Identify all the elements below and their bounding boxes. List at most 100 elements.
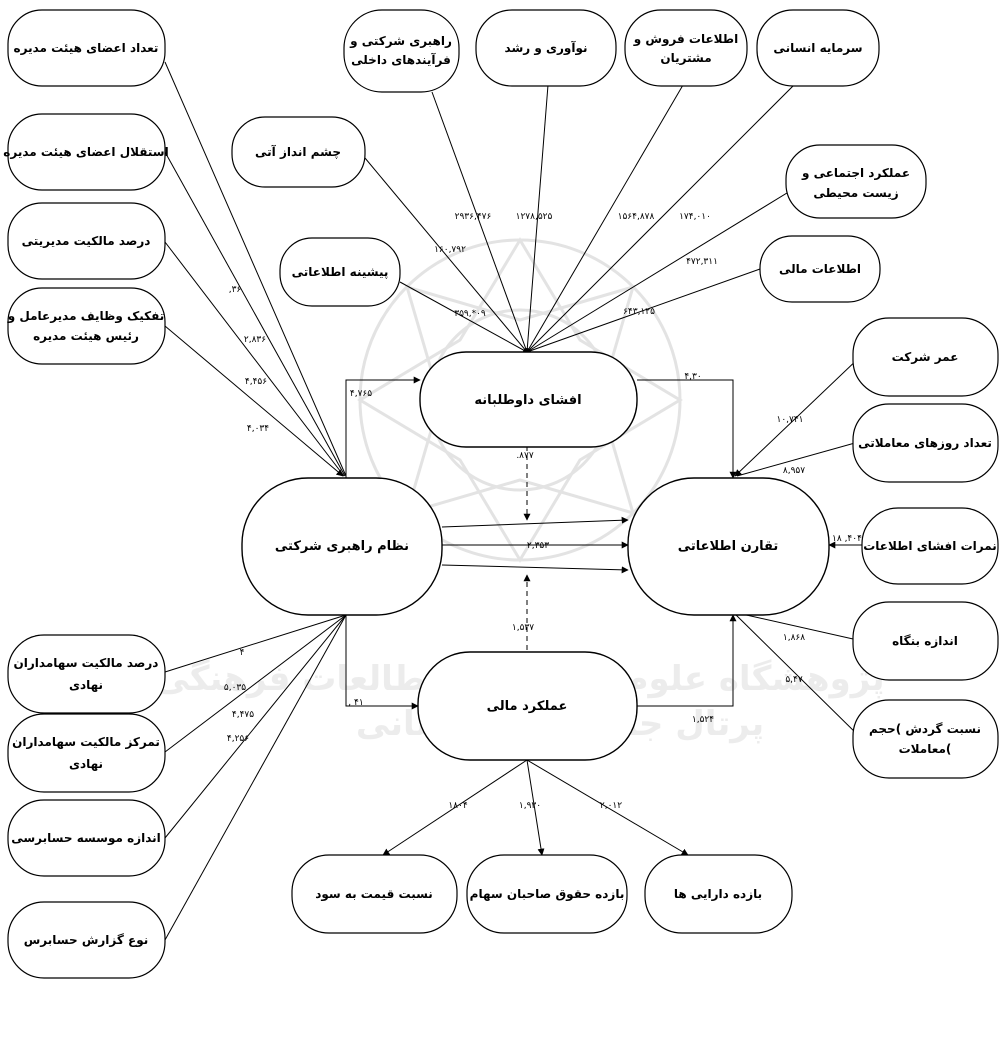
node-label: تعداد روزهای معاملاتی [858,436,992,451]
node-financial-info: اطلاعات مالی [759,235,881,303]
coef-institutional-concentration: ۵,۰۳۵ [224,683,246,693]
coef-human-capital: ۱۷۴,۰۱۰ [679,212,711,222]
link-ceo-duality [164,325,344,477]
node-label: افشای داوطلبانه [474,393,581,408]
coef-pe-ratio: ۱۸۰۴ [448,801,468,811]
link-cg-to-fp [345,615,419,710]
node-roe: بازده حقوق صاحبان سهام [466,854,628,934]
link-board-independence [164,151,346,477]
coef-cg-to-is: ۲,۳۵۳ [527,541,549,551]
coef-roe: ۱,۹۳۰ [519,801,541,811]
node-corporate-governance: نظام راهبری شرکتی [241,477,443,616]
coef-ceo-duality: ۴,۰۳۴ [247,424,269,434]
coef-auditor-size: ۴,۴۷۵ [232,710,254,720]
node-label-line1: نسبت گردش )حجم [869,722,981,736]
node-label-line1: تمرکز مالکیت سهامداران [12,735,160,749]
coef-firm-age: ۱۰,۷۴۱ [776,415,803,425]
link-innovation [526,84,549,353]
link-sales-customers [526,84,684,353]
coef-disclosure-scores: ۱۸ ,۴۰۴ [832,534,862,544]
node-label-line1: عملکرد اجتماعی و [801,166,910,181]
node-label-line2: نهادی [69,757,103,771]
node-label-line2: معاملات( [899,742,952,756]
node-financial-performance: عملکرد مالی [417,651,638,761]
coef-firm-size: ۱,۸۶۸ [783,633,805,643]
coef-innovation: ۱۲۷۸,۵۲۵ [516,212,553,222]
node-label-line2: فرآیندهای داخلی [351,52,451,67]
node-label: پیشینه اطلاعاتی [292,265,389,279]
node-label-line2: زیست محیطی [813,186,898,200]
node-label-line1: درصد مالکیت سهامداران [14,656,159,670]
link-firm-age [734,354,863,477]
node-label-line2: مشتریان [660,51,711,65]
coef-vd-to-is: ۴,۳۰ [684,372,701,382]
node-label: سرمایه انسانی [773,41,862,55]
links [164,61,863,941]
node-auditor-size: اندازه موسسه حسابرسی [7,799,166,877]
link-fp-to-roa [526,759,689,856]
link-cg-to-is-bottom [441,564,629,574]
node-label: بازده حقوق صاحبان سهام [470,887,625,902]
node-social-env: عملکرد اجتماعی و زیست محیطی [785,144,927,219]
node-sales-customers: اطلاعات فروش و مشتریان [624,9,748,87]
node-managerial-ownership: درصد مالکیت مدیریتی [7,202,166,280]
node-label: عمر شرکت [892,350,959,364]
coefficients: ,۳۶ ۲,۸۳۶ ۴,۴۵۶ ۴,۰۳۴ ۳۵۹,*۰۹ ۱۶۰,۷۹۲ ۲۹… [224,212,862,811]
node-firm-age: عمر شرکت [852,317,999,397]
node-institutional-ownership: درصد مالکیت سهامداران نهادی [7,634,166,714]
node-label: چشم انداز آتی [255,144,341,159]
node-label: درصد مالکیت مدیریتی [22,234,151,248]
link-social-env [526,184,801,353]
node-pe-ratio: نسبت قیمت به سود [291,854,458,934]
node-innovation: نوآوری و رشد [475,9,617,87]
node-audit-report: نوع گزارش حسابرس [7,901,166,979]
coef-fp-to-is: ۱,۵۲۴ [692,715,714,725]
node-label: تقارن اطلاعاتی [678,539,779,554]
node-label: نوع گزارش حسابرس [24,933,149,948]
coef-trading-days: ۸,۹۵۷ [783,466,805,476]
link-financial-info [526,268,761,353]
node-turnover: نسبت گردش )حجم معاملات( [852,699,999,779]
node-label: استقلال اعضای هیئت مدیره [3,145,168,159]
coef-financial-info: ۶۴۳,۱۲۵ [623,307,655,317]
link-cg-to-vd [345,376,421,478]
node-label-line1: تفکیک وظایف مدیرعامل و [7,309,165,324]
link-firm-size [732,611,863,642]
coef-info-background: ۳۵۹,*۰۹ [454,309,486,319]
coef-roa: ۲,۰۱۲ [600,801,622,811]
coef-cg-to-fp: , ۴۱ [348,698,363,708]
coef-social-env: ۴۷۲,۳۱۱ [686,257,718,267]
coef-institutional-ownership: ۴ [240,648,245,658]
link-trading-days [736,440,863,477]
node-firm-size: اندازه بنگاه [852,601,999,681]
node-label: بازده دارایی ها [674,887,762,901]
node-label: نمرات افشای اطلاعات [863,539,997,553]
node-institutional-concentration: تمرکز مالکیت سهامداران نهادی [7,713,166,793]
node-label-line1: راهبری شرکتی و [349,34,452,49]
coef-cg-to-vd: ۴,۷۶۵ [350,389,372,399]
coef-board-independence: ۲,۸۳۶ [244,335,266,345]
link-institutional-concentration [164,614,347,753]
link-fp-to-pe [382,759,528,856]
node-board-size: تعداد اعضای هیئت مدیره [7,9,166,87]
coef-sales-customers: ۱۵۶۴,۸۷۸ [618,212,655,222]
node-label: عملکرد مالی [487,699,568,714]
coef-managerial-ownership: ۴,۴۵۶ [245,377,267,387]
coef-audit-report: ۴,۲۵۶ [227,734,249,744]
link-future-vision [364,157,528,353]
link-audit-report [164,614,347,941]
link-cg-to-is-top [441,516,629,528]
link-auditor-size [164,614,347,839]
link-governance-processes [431,91,528,353]
node-info-background: پیشینه اطلاعاتی [279,237,401,307]
link-managerial-ownership [164,241,345,477]
link-institutional-ownership [164,614,347,673]
coef-fp-to-is-dashed: ۱,۵۳۷ [512,623,534,633]
node-future-vision: چشم انداز آتی [231,116,366,188]
node-board-independence: استقلال اعضای هیئت مدیره [3,113,169,191]
node-info-symmetry: تقارن اطلاعاتی [627,477,830,616]
link-fp-to-roe [526,759,545,856]
coef-turnover: ۵,۴۷ [785,675,803,685]
node-roa: بازده دارایی ها [644,854,793,934]
